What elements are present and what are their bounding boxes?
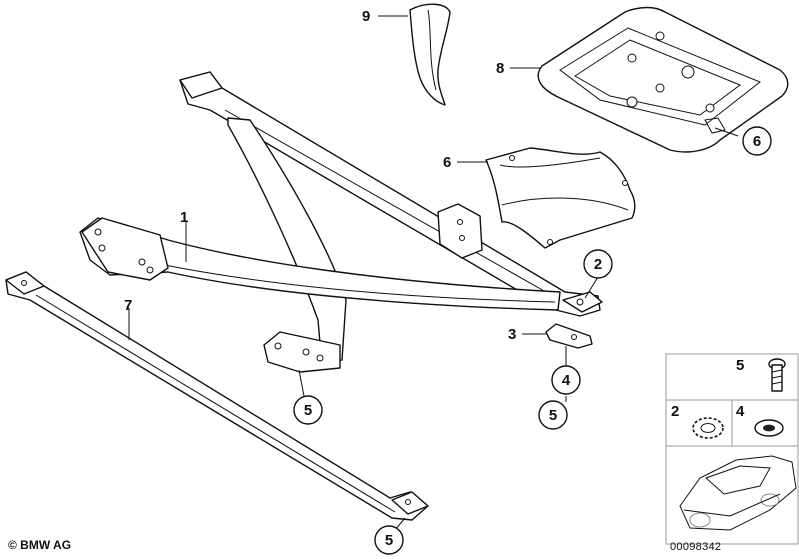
part-6-shield [485,147,636,249]
callout-5-right: 5 [538,400,568,430]
washer-icon [754,419,784,437]
inset-label-bolt: 5 [736,357,744,374]
svg-text:5: 5 [549,407,557,424]
callout-1: 1 [180,209,188,226]
svg-text:5: 5 [304,402,312,419]
inset-label-lock-washer: 2 [671,403,679,420]
callout-6-shield: 6 [443,154,451,171]
bolt-icon [768,358,786,392]
lock-washer-icon [692,417,724,439]
part-9-bracket [409,3,451,106]
callout-3: 3 [508,326,516,343]
fastener-inset [665,353,799,545]
callout-8: 8 [496,60,504,77]
svg-text:5: 5 [385,532,393,549]
callout-5-left: 5 [293,395,323,425]
drawing-number: 00098342 [670,541,722,553]
car-silhouette-icon [679,455,797,531]
callout-5-bottom: 5 [374,525,404,555]
callout-2: 2 [583,249,613,279]
svg-text:6: 6 [753,133,761,150]
part-7-strut [5,271,429,521]
callout-7: 7 [124,297,132,314]
part-8-plate [537,6,789,153]
inset-label-washer: 4 [736,403,745,420]
callout-4: 4 [551,365,581,395]
svg-text:2: 2 [594,256,602,273]
part-3-plate [545,323,593,349]
copyright-notice: © BMW AG [8,538,72,552]
callout-6-plate: 6 [742,126,772,156]
callout-9: 9 [362,8,370,25]
svg-text:4: 4 [562,372,571,389]
part-1-x-brace [79,71,603,373]
